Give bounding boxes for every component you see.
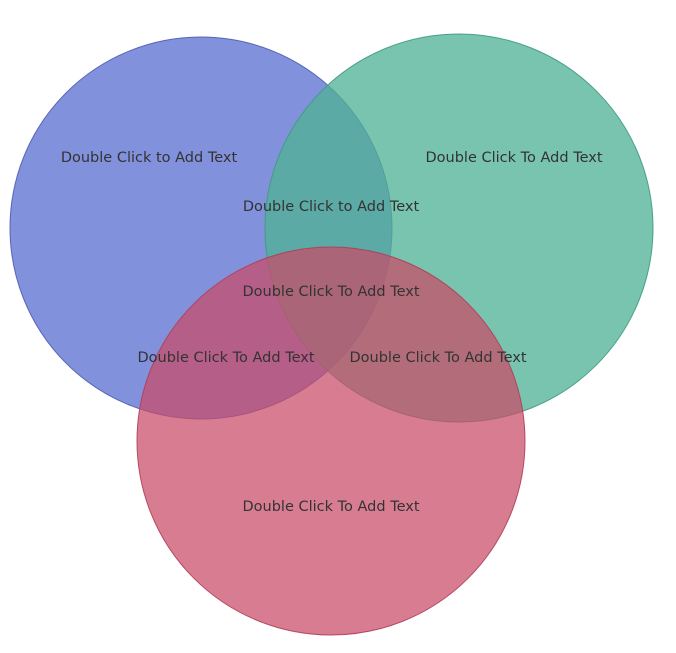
- circles-layer: [9, 33, 654, 636]
- label-green-only[interactable]: Double Click To Add Text: [425, 150, 602, 166]
- label-blue-only[interactable]: Double Click to Add Text: [61, 150, 238, 166]
- labels-layer: Double Click to Add Text Double Click To…: [61, 150, 603, 515]
- label-blue-green[interactable]: Double Click to Add Text: [243, 199, 420, 215]
- label-blue-red[interactable]: Double Click To Add Text: [137, 350, 314, 366]
- label-green-red[interactable]: Double Click To Add Text: [349, 350, 526, 366]
- label-center[interactable]: Double Click To Add Text: [242, 284, 419, 300]
- venn-circle-red[interactable]: [136, 246, 526, 636]
- label-red-only[interactable]: Double Click To Add Text: [242, 499, 419, 515]
